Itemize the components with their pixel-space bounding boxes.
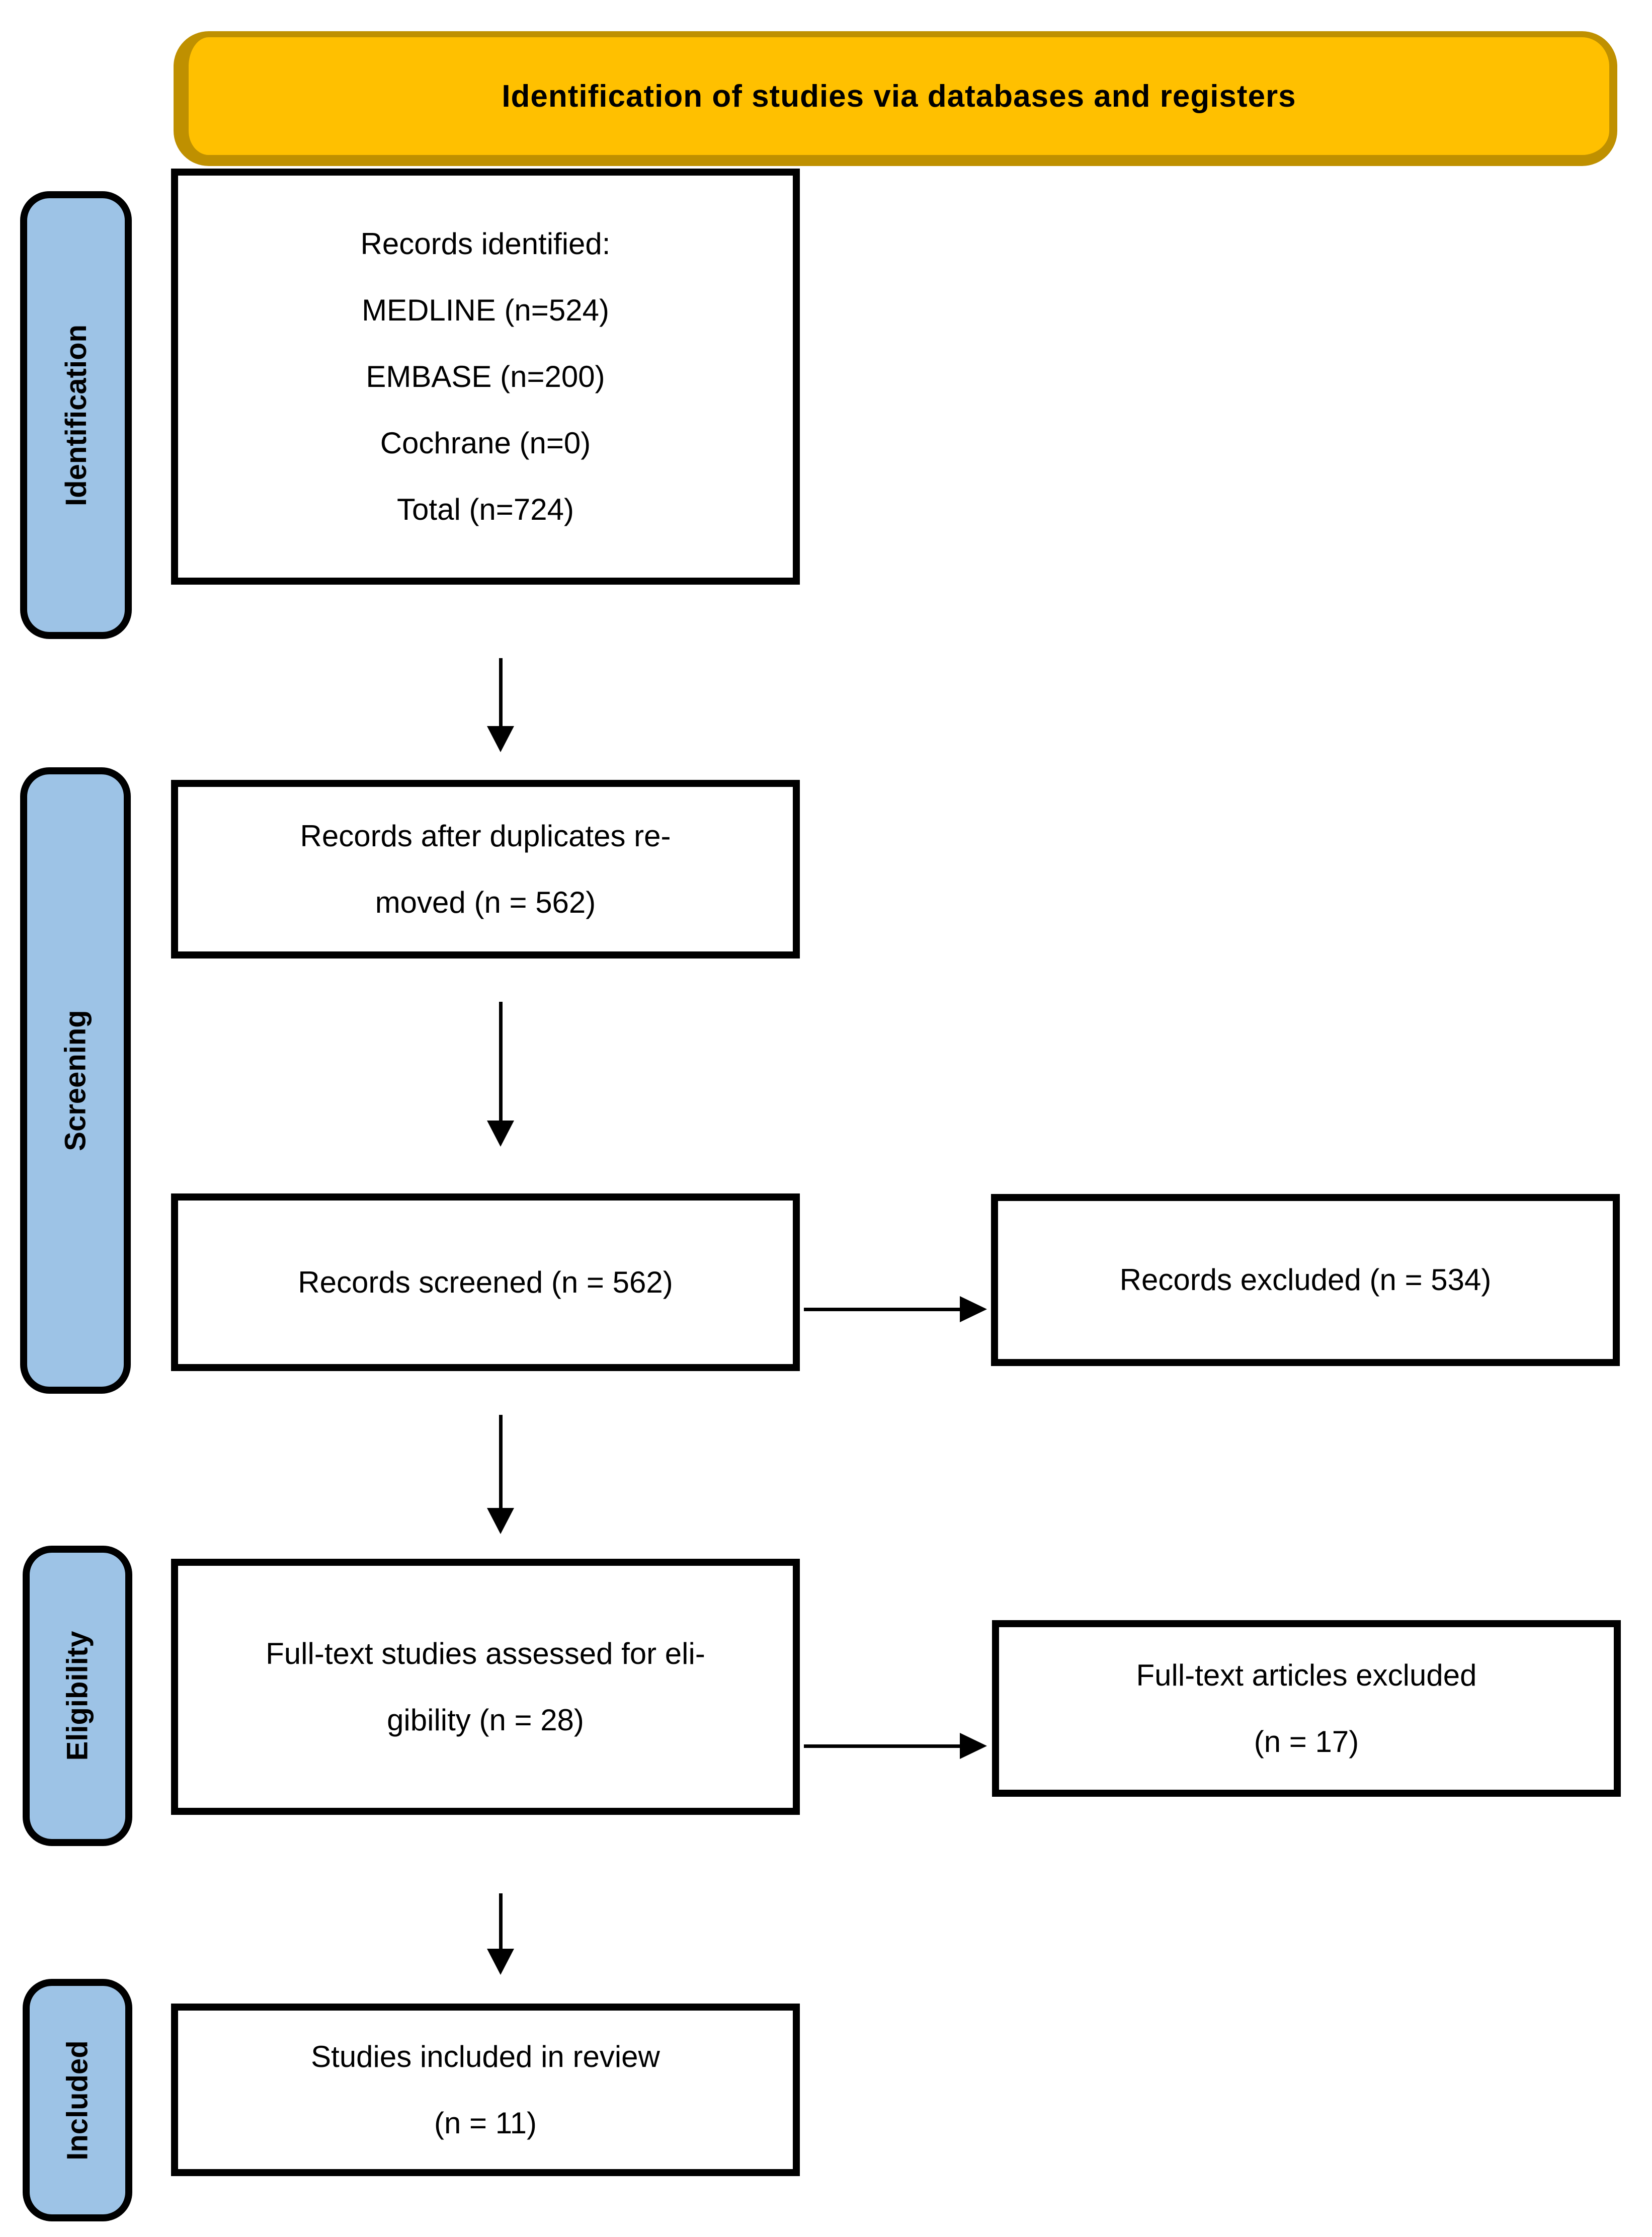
box-records-screened: Records screened (n = 562) bbox=[171, 1193, 800, 1371]
down-arrowhead-icon bbox=[487, 1121, 514, 1147]
right-arrow-fulltext-to-excluded bbox=[804, 1733, 987, 1759]
stage-eligibility: Eligibility bbox=[23, 1546, 132, 1846]
box-line: Cochrane (n=0) bbox=[380, 426, 591, 460]
arrow-shaft bbox=[499, 658, 503, 726]
box-line: Full-text articles excluded bbox=[1136, 1658, 1477, 1692]
stage-included: Included bbox=[23, 1979, 132, 2221]
box-line: Records excluded (n = 534) bbox=[1119, 1263, 1492, 1297]
page-title: Identification of studies via databases … bbox=[502, 78, 1296, 114]
arrow-shaft bbox=[804, 1744, 960, 1748]
down-arrow-duplicates-to-screened bbox=[487, 1002, 514, 1147]
box-records-identified: Records identified: MEDLINE (n=524) EMBA… bbox=[171, 169, 800, 585]
box-fulltext-excluded: Full-text articles excluded (n = 17) bbox=[992, 1620, 1621, 1797]
right-arrow-screened-to-excluded bbox=[804, 1296, 987, 1322]
down-arrow-fulltext-to-included bbox=[487, 1893, 514, 1975]
down-arrowhead-icon bbox=[487, 1949, 514, 1975]
box-line: Records identified: bbox=[360, 226, 611, 261]
down-arrow-screened-to-fulltext bbox=[487, 1415, 514, 1534]
arrow-shaft bbox=[499, 1415, 503, 1508]
stage-identification-label: Identification bbox=[59, 324, 93, 506]
stage-screening: Screening bbox=[20, 767, 131, 1394]
box-line: moved (n = 562) bbox=[375, 885, 596, 919]
stage-screening-label: Screening bbox=[59, 1010, 92, 1151]
box-line: (n = 11) bbox=[434, 2106, 537, 2140]
box-line: Total (n=724) bbox=[397, 492, 574, 526]
down-arrowhead-icon bbox=[487, 726, 514, 752]
arrow-shaft bbox=[499, 1002, 503, 1121]
box-fulltext-assessed: Full-text studies assessed for eli- gibi… bbox=[171, 1559, 800, 1815]
stage-included-label: Included bbox=[61, 2040, 94, 2161]
box-line: Studies included in review bbox=[311, 2039, 660, 2073]
box-line: EMBASE (n=200) bbox=[366, 359, 605, 393]
arrow-shaft bbox=[804, 1307, 960, 1311]
box-records-excluded: Records excluded (n = 534) bbox=[991, 1194, 1620, 1366]
header-banner: Identification of studies via databases … bbox=[174, 31, 1617, 166]
right-arrowhead-icon bbox=[960, 1296, 987, 1322]
box-line: Records screened (n = 562) bbox=[298, 1265, 673, 1299]
box-studies-included: Studies included in review (n = 11) bbox=[171, 2004, 800, 2176]
down-arrow-identified-to-duplicates bbox=[487, 658, 514, 752]
box-records-after-duplicates: Records after duplicates re- moved (n = … bbox=[171, 780, 800, 958]
arrow-shaft bbox=[499, 1893, 503, 1949]
box-line: (n = 17) bbox=[1254, 1724, 1359, 1759]
down-arrowhead-icon bbox=[487, 1508, 514, 1534]
box-line: gibility (n = 28) bbox=[387, 1703, 584, 1737]
stage-eligibility-label: Eligibility bbox=[61, 1631, 94, 1761]
stage-identification: Identification bbox=[20, 191, 132, 639]
box-line: Records after duplicates re- bbox=[300, 819, 671, 853]
box-line: Full-text studies assessed for eli- bbox=[266, 1636, 705, 1670]
right-arrowhead-icon bbox=[960, 1733, 987, 1759]
box-line: MEDLINE (n=524) bbox=[362, 293, 609, 327]
